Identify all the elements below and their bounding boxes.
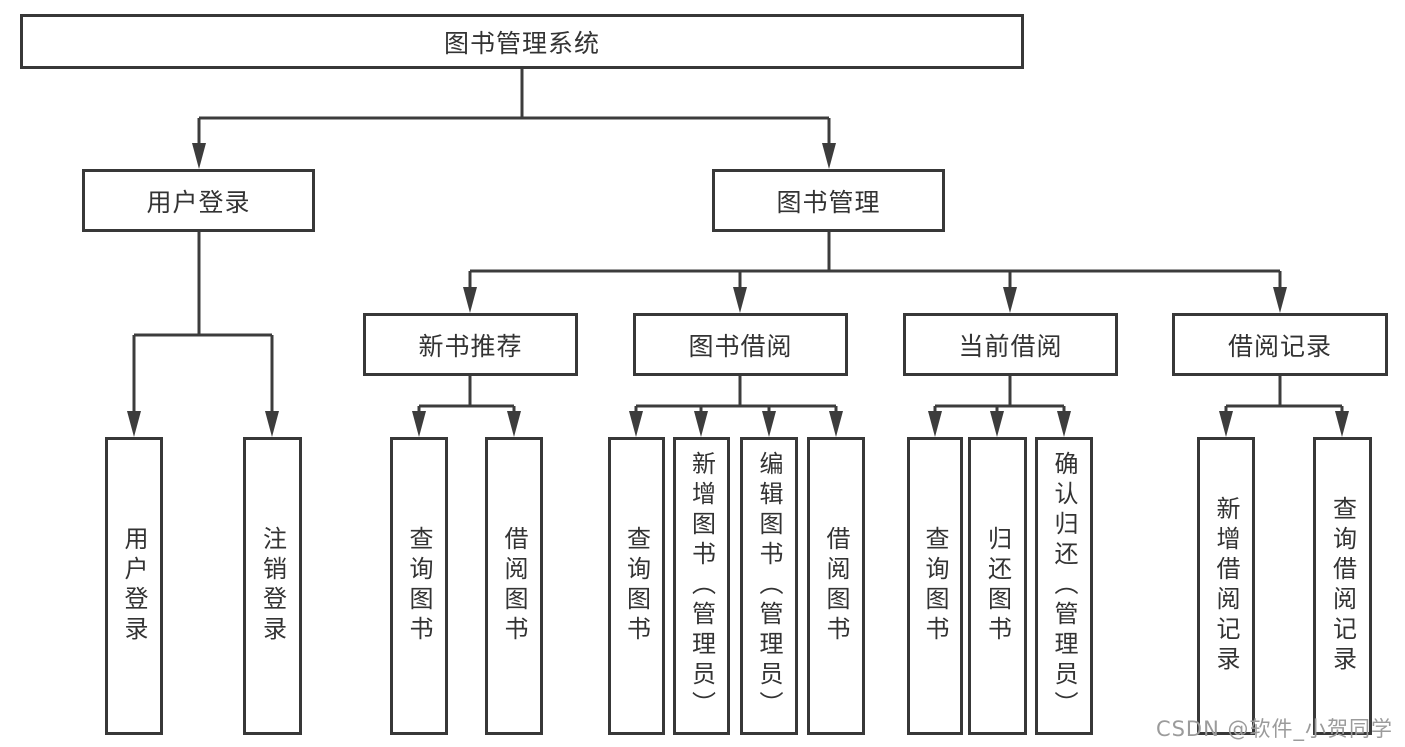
leaf-query-books-borrow: 查询图书 bbox=[608, 437, 665, 735]
leaf-query-books-current-label: 查询图书 bbox=[921, 526, 949, 646]
leaf-return-books-label: 归还图书 bbox=[983, 526, 1012, 646]
arrowhead-icon bbox=[1003, 287, 1017, 313]
arrowhead-icon bbox=[127, 411, 141, 437]
node-user-login-label: 用户登录 bbox=[146, 187, 251, 217]
leaf-borrow-books-recommend-label: 借阅图书 bbox=[500, 526, 528, 646]
arrowhead-icon bbox=[629, 411, 643, 437]
leaf-edit-books-admin-label: 编辑图书（管理员） bbox=[755, 451, 783, 721]
node-book-management-label: 图书管理 bbox=[776, 187, 881, 217]
node-borrow-records-label: 借阅记录 bbox=[1227, 331, 1332, 361]
node-root-label: 图书管理系统 bbox=[443, 28, 600, 58]
arrowhead-icon bbox=[1335, 411, 1349, 437]
arrowhead-icon bbox=[192, 143, 206, 169]
node-user-login: 用户登录 bbox=[82, 169, 315, 232]
node-new-book-recommend: 新书推荐 bbox=[363, 313, 578, 376]
leaf-add-borrow-record: 新增借阅记录 bbox=[1197, 437, 1255, 735]
arrowhead-icon bbox=[990, 411, 1004, 437]
arrowhead-icon bbox=[265, 411, 279, 437]
leaf-query-borrow-record-label: 查询借阅记录 bbox=[1328, 496, 1357, 676]
arrowhead-icon bbox=[463, 287, 477, 313]
node-root: 图书管理系统 bbox=[20, 14, 1024, 69]
leaf-add-books-admin-label: 新增图书（管理员） bbox=[687, 451, 716, 721]
node-current-borrow-label: 当前借阅 bbox=[958, 331, 1063, 361]
node-book-borrow-label: 图书借阅 bbox=[688, 331, 793, 361]
leaf-query-books-borrow-label: 查询图书 bbox=[622, 526, 651, 646]
arrowhead-icon bbox=[507, 411, 521, 437]
arrowhead-icon bbox=[1273, 287, 1287, 313]
arrowhead-icon bbox=[1219, 411, 1233, 437]
leaf-add-books-admin: 新增图书（管理员） bbox=[673, 437, 730, 735]
node-book-borrow: 图书借阅 bbox=[633, 313, 848, 376]
leaf-edit-books-admin: 编辑图书（管理员） bbox=[740, 437, 798, 735]
arrowhead-icon bbox=[928, 411, 942, 437]
arrowhead-icon bbox=[762, 411, 776, 437]
node-current-borrow: 当前借阅 bbox=[903, 313, 1118, 376]
leaf-borrow-books-label: 借阅图书 bbox=[822, 526, 850, 646]
arrowhead-icon bbox=[733, 287, 747, 313]
arrowhead-icon bbox=[829, 411, 843, 437]
leaf-add-borrow-record-label: 新增借阅记录 bbox=[1212, 496, 1240, 676]
csdn-watermark: CSDN @软件_小贺同学 bbox=[1155, 717, 1393, 741]
leaf-confirm-return-admin: 确认归还（管理员） bbox=[1035, 437, 1093, 735]
leaf-borrow-books-recommend: 借阅图书 bbox=[485, 437, 543, 735]
leaf-logout: 注销登录 bbox=[243, 437, 302, 735]
arrowhead-icon bbox=[822, 143, 836, 169]
leaf-query-books-recommend: 查询图书 bbox=[390, 437, 448, 735]
arrowhead-icon bbox=[412, 411, 426, 437]
arrowhead-icon bbox=[694, 411, 708, 437]
leaf-return-books: 归还图书 bbox=[968, 437, 1027, 735]
leaf-logout-label: 注销登录 bbox=[258, 526, 287, 646]
leaf-query-borrow-record: 查询借阅记录 bbox=[1313, 437, 1372, 735]
leaf-query-books-recommend-label: 查询图书 bbox=[405, 526, 433, 646]
node-borrow-records: 借阅记录 bbox=[1172, 313, 1388, 376]
node-new-book-recommend-label: 新书推荐 bbox=[418, 331, 523, 361]
leaf-user-login-label: 用户登录 bbox=[120, 526, 148, 646]
leaf-borrow-books: 借阅图书 bbox=[807, 437, 865, 735]
leaf-user-login: 用户登录 bbox=[105, 437, 163, 735]
arrowhead-icon bbox=[1057, 411, 1071, 437]
node-book-management: 图书管理 bbox=[712, 169, 945, 232]
leaf-confirm-return-admin-label: 确认归还（管理员） bbox=[1050, 451, 1078, 721]
leaf-query-books-current: 查询图书 bbox=[907, 437, 963, 735]
